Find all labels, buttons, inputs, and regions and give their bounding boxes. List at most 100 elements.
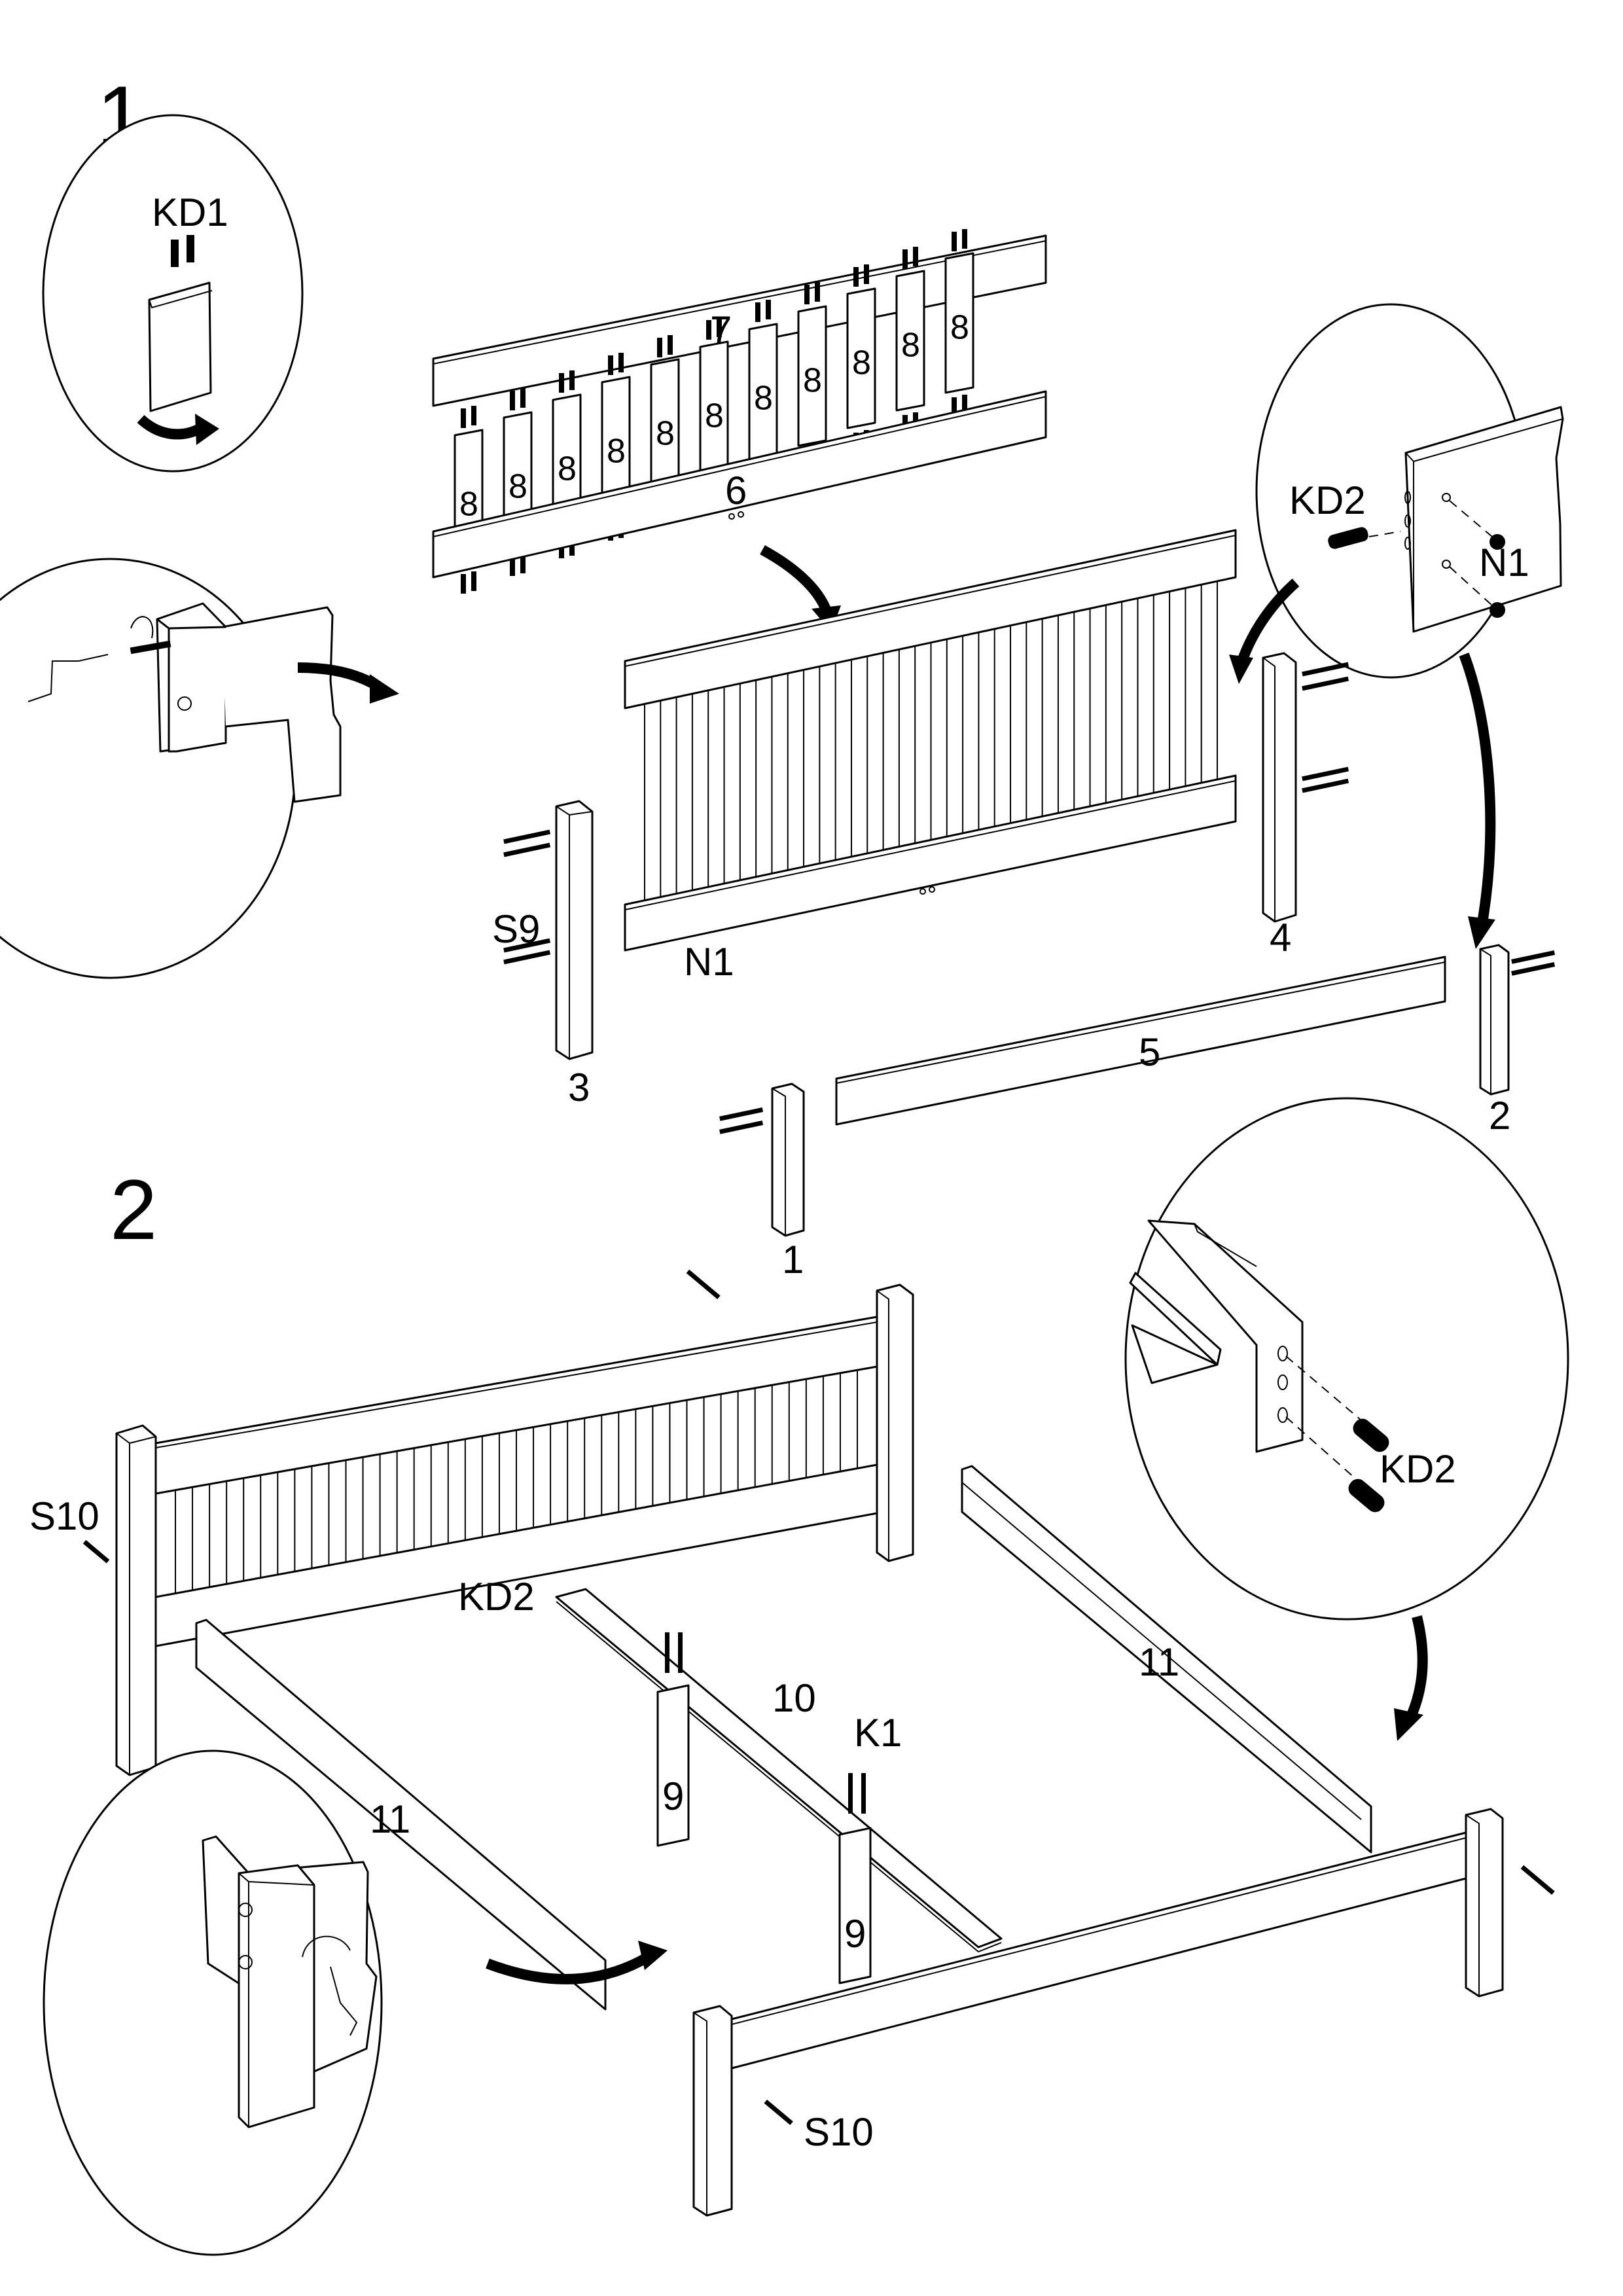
headboard-partial	[624, 529, 1237, 952]
dowel-icon	[864, 264, 869, 284]
k1-bolt-icon	[678, 1632, 683, 1673]
support-leg-b-label: 9	[844, 1912, 866, 1956]
arrowhead-icon	[638, 1941, 668, 1970]
k1-label: K1	[854, 1711, 902, 1755]
arrowhead-icon	[370, 674, 399, 704]
dowel-icon	[706, 320, 711, 340]
rotation-arrow-icon	[130, 616, 154, 639]
center-beam-label: 10	[772, 1676, 816, 1720]
rotation-arrow-icon	[302, 1935, 351, 1958]
s9-label: S9	[492, 907, 540, 951]
arrowhead-icon	[1394, 1708, 1423, 1741]
footboard	[692, 1808, 1504, 2217]
rail-5: 5	[835, 956, 1446, 1126]
dowel-icon	[461, 574, 466, 594]
slat-label: 8	[607, 433, 626, 471]
s10-screw-icon	[82, 1539, 110, 1564]
dowel-icon	[853, 267, 859, 287]
slat-label: 8	[754, 380, 773, 418]
dowel-icon	[902, 249, 908, 269]
detail-kd2-n1: KD2 N1	[1255, 303, 1564, 679]
dowel-icon	[815, 282, 820, 302]
slat-8: 8	[944, 229, 974, 417]
arrowhead-icon	[1468, 916, 1495, 949]
support-leg-9-b: 9	[838, 1827, 872, 1984]
detail-kd1: KD1	[42, 114, 304, 473]
dowel-icon	[618, 353, 624, 372]
s9-screws: S9	[492, 829, 551, 965]
n1-nut-icon	[1489, 602, 1505, 618]
bolt-icon	[130, 640, 171, 655]
slat-8: 8	[846, 264, 876, 452]
detail-kd2-step2: KD2	[1124, 1097, 1569, 1621]
slat-label: 8	[852, 344, 871, 382]
kd2-label-center: KD2	[458, 1575, 535, 1619]
k1-bolt-icon	[848, 1773, 853, 1814]
detail-crank-tighten	[0, 558, 342, 979]
kd2-label-detail: KD2	[1380, 1447, 1456, 1491]
side-rail-11-right: 11	[961, 1465, 1372, 1854]
slat-8: 8	[748, 300, 778, 488]
post-3-label: 3	[568, 1066, 590, 1109]
dowel-icon	[471, 406, 476, 425]
dowel-icon	[559, 373, 564, 393]
slat-label: 8	[705, 397, 724, 435]
kd2-connector-icon	[1353, 1418, 1389, 1452]
post-3: 3	[555, 800, 594, 1109]
arrow-icon	[137, 414, 202, 440]
arrow-icon	[486, 1952, 651, 1984]
k1-bolt-icon	[861, 1773, 866, 1814]
kd2-label: KD2	[1289, 478, 1366, 522]
dowel-icon	[657, 338, 662, 357]
slat-end-piece	[148, 281, 212, 412]
slat-label: 8	[459, 486, 478, 524]
arrow-icon	[1405, 1615, 1428, 1721]
dowel-icon	[804, 285, 810, 304]
post-1-label: 1	[782, 1238, 804, 1282]
side-rail-left-label: 11	[370, 1797, 410, 1841]
side-rail-right-label: 11	[1139, 1640, 1179, 1684]
dowel-icon	[187, 235, 194, 262]
post-4: 4	[1262, 652, 1349, 960]
dowel-icon	[913, 247, 918, 266]
step-number-2: 2	[110, 1162, 157, 1257]
kd1-label: KD1	[152, 190, 228, 234]
center-beam-10: 10	[555, 1588, 1003, 1953]
side-rail-11-left: 11	[195, 1619, 607, 2011]
dowel-icon	[510, 391, 515, 410]
dowel-icon	[461, 408, 466, 428]
dowel-icon	[171, 240, 179, 267]
dowel-icon	[471, 571, 476, 591]
k1-bolt-icon	[665, 1632, 669, 1673]
headboard-slats	[644, 581, 1218, 901]
dowel-icon	[668, 335, 673, 355]
post-2-label: 2	[1489, 1094, 1510, 1138]
headboard-assembled	[115, 1283, 914, 1776]
slat-label: 8	[558, 450, 577, 488]
s10-label-left: S10	[29, 1494, 99, 1538]
arrowhead-icon	[195, 414, 219, 445]
arrow-icon	[1459, 653, 1496, 924]
post-4-label: 4	[1270, 916, 1291, 960]
dowel-icon	[717, 317, 722, 337]
dowel-icon	[608, 355, 613, 375]
n1-label-step1: N1	[684, 940, 734, 984]
rail-end-piece	[1404, 406, 1564, 633]
slat-label: 8	[656, 415, 675, 453]
n1-nut-icon	[1489, 534, 1505, 550]
slat-label: 8	[950, 309, 969, 347]
headboard-slats	[175, 1370, 858, 1594]
post-1: 1	[719, 1083, 805, 1282]
kd2-connector-icon	[1348, 1479, 1385, 1513]
slat-label: 8	[803, 362, 822, 400]
slat-label: 8	[508, 468, 527, 506]
slat-label: 8	[901, 327, 920, 365]
arrow-icon	[1237, 579, 1300, 663]
slat-8: 8	[797, 282, 827, 470]
s10-screw-icon	[764, 2099, 793, 2125]
rail-5-label: 5	[1139, 1030, 1160, 1074]
detail-crank-step2	[43, 1749, 383, 2256]
arrowhead-icon	[1229, 655, 1253, 684]
s10-label-bottom: S10	[804, 2110, 874, 2154]
